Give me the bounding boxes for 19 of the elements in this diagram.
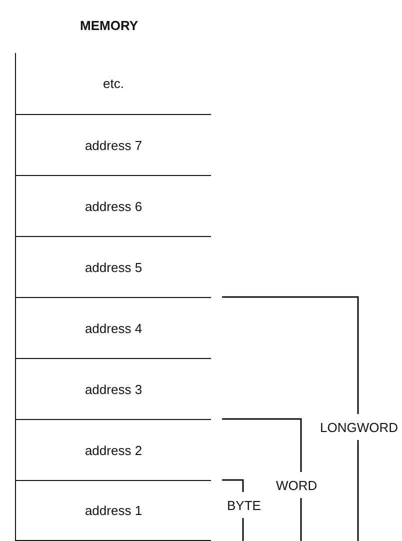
memory-cell bbox=[15, 297, 211, 358]
cell-label: address 5 bbox=[84, 260, 142, 274]
memory-cell bbox=[15, 419, 211, 480]
cell-label: address 3 bbox=[84, 382, 142, 396]
memory-cell bbox=[15, 114, 211, 175]
memory-cell bbox=[15, 358, 211, 419]
cell-label: address 6 bbox=[84, 198, 142, 214]
size-label: WORD bbox=[276, 478, 318, 493]
memory-cell bbox=[15, 175, 211, 236]
memory-cell bbox=[15, 480, 211, 541]
cell-label: address 4 bbox=[84, 320, 142, 336]
size-label: LONGWORD bbox=[320, 420, 398, 435]
size-label: BYTE bbox=[227, 498, 261, 513]
cell-label: etc. bbox=[103, 76, 124, 91]
cell-label: address 7 bbox=[84, 138, 142, 152]
diagram-title: MEMORY bbox=[80, 18, 138, 33]
memory-cell bbox=[15, 236, 211, 297]
cell-label: address 2 bbox=[84, 442, 142, 458]
cell-label: address 1 bbox=[84, 503, 142, 518]
